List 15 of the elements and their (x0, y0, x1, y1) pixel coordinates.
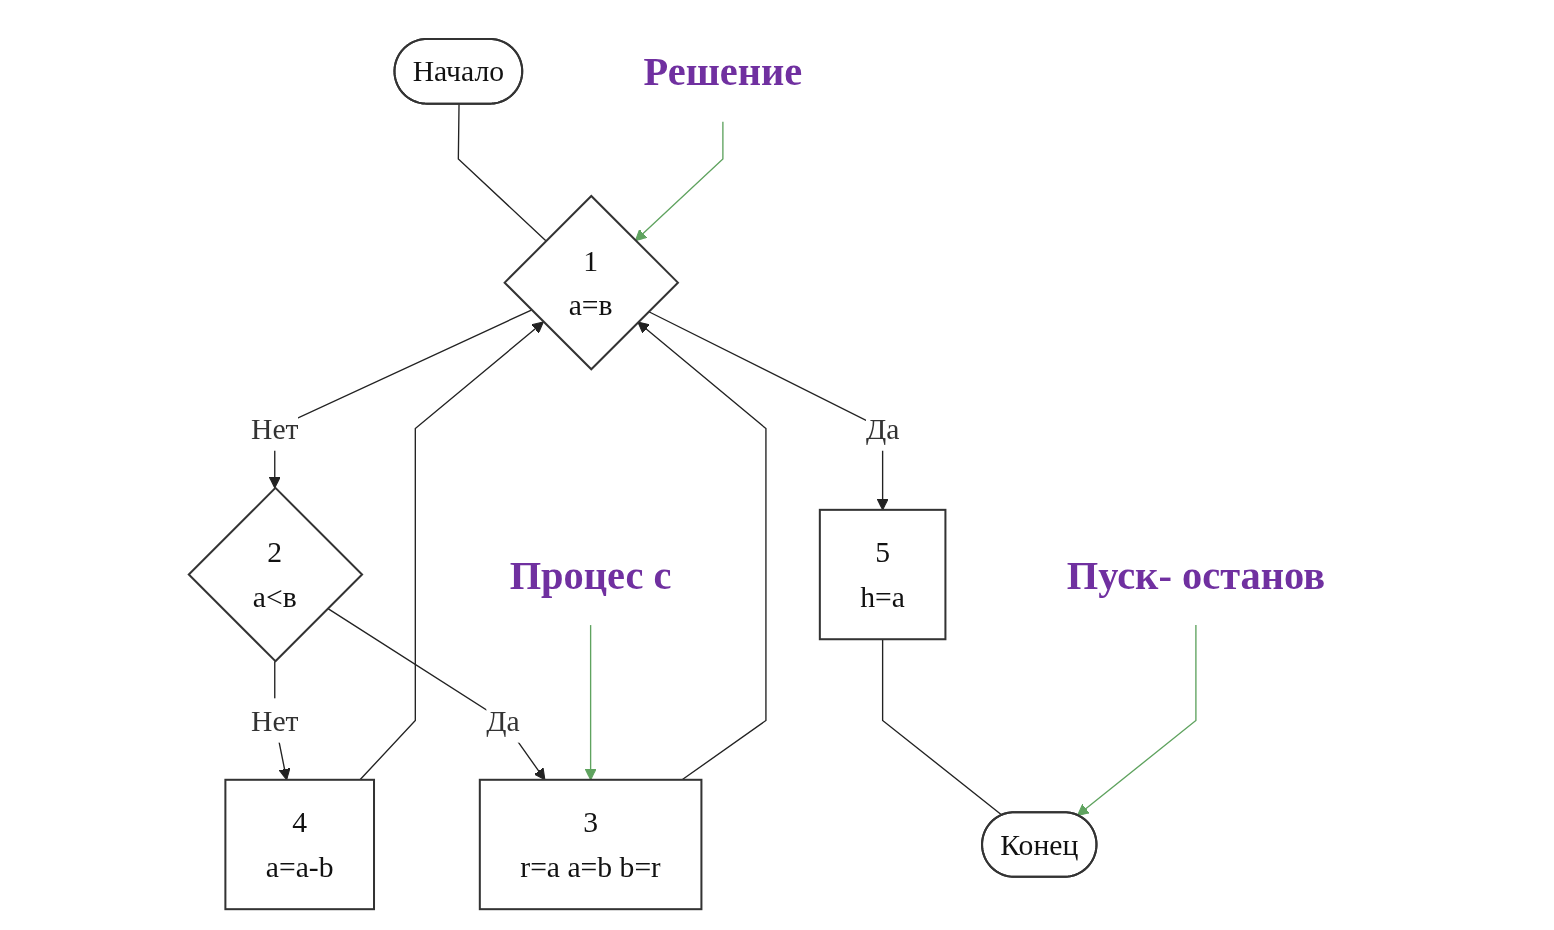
node-text: Процес с (509, 552, 672, 597)
edge-label: Нет (250, 703, 299, 738)
connector (457, 103, 547, 242)
node-diamond: 1 a=в (503, 194, 680, 371)
node-box: 4 a=a-b (224, 778, 375, 911)
edge-label: Нет (250, 411, 299, 446)
node-text: Решение (643, 49, 803, 94)
edge-label: Да (865, 411, 900, 446)
edge-label: Да (486, 703, 520, 738)
arrow (634, 121, 724, 242)
node-text: Пуск- останов (1066, 552, 1325, 597)
node-diamond: 2 a<в (187, 486, 364, 663)
arrow (1076, 624, 1197, 816)
node-box: 3 r=a a=b b=r (478, 778, 703, 911)
node-box: 5 h=a (818, 508, 947, 641)
